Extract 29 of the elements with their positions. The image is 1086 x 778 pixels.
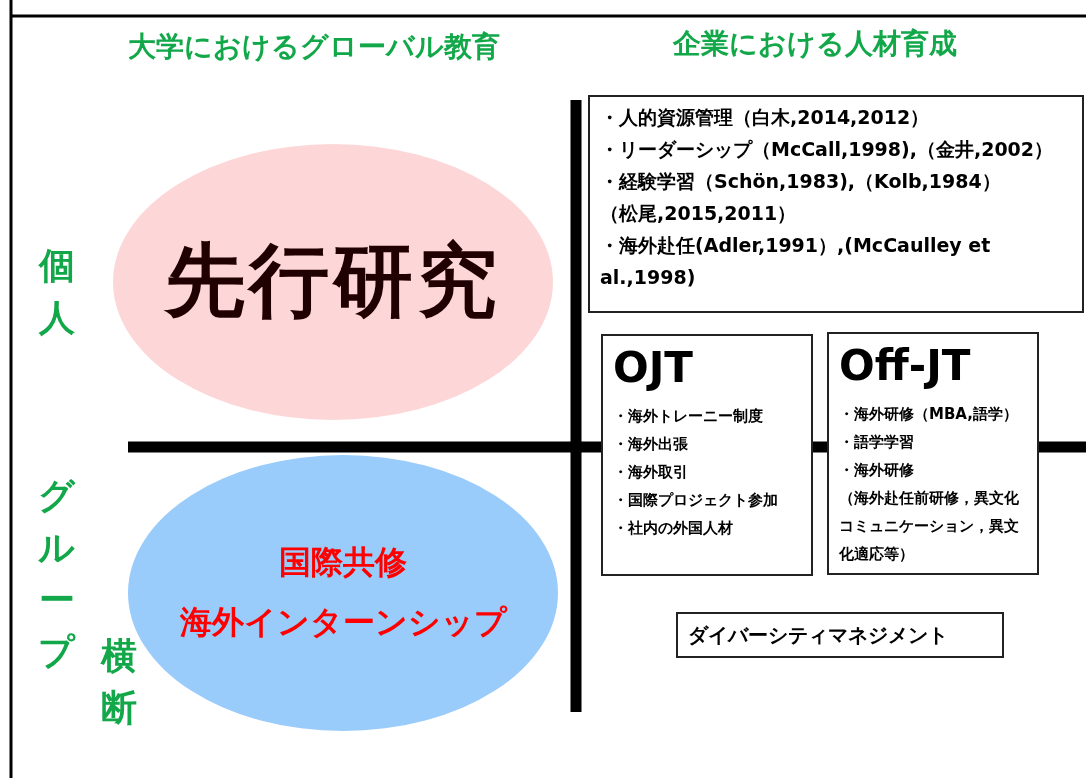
list-item: （海外赴任前研修，異文化コミュニケーション，異文化適応等） bbox=[839, 488, 1020, 565]
reference-item: ・人的資源管理（白木,2014,2012） bbox=[600, 105, 931, 130]
diversity-box bbox=[676, 612, 1004, 658]
column-heading: 大学におけるグローバル教育 bbox=[128, 29, 500, 65]
box-label: ダイバーシティマネジメント bbox=[688, 622, 949, 649]
list-item: ・海外トレーニー制度 bbox=[613, 406, 764, 427]
list-item: ・語学学習 bbox=[839, 432, 915, 453]
axis-label: グループ bbox=[38, 474, 76, 674]
ellipse-title: 先行研究 bbox=[165, 233, 501, 329]
list-item: ・海外研修（MBA,語学） bbox=[839, 404, 1019, 425]
ellipse-label: 海外インターンシップ bbox=[179, 602, 507, 643]
reference-item: ・リーダーシップ（McCall,1998),（金井,2002） bbox=[600, 137, 1055, 162]
box-heading: Off-JT bbox=[839, 340, 972, 392]
reference-item: （松尾,2015,2011） bbox=[600, 201, 798, 226]
list-item: ・海外研修 bbox=[839, 460, 915, 481]
list-item: ・海外出張 bbox=[613, 434, 689, 455]
list-item: ・社内の外国人材 bbox=[613, 518, 734, 539]
list-item: ・国際プロジェクト参加 bbox=[613, 490, 779, 511]
off-jt-box bbox=[827, 332, 1039, 575]
ellipse-label: 国際共修 bbox=[279, 542, 407, 583]
list-item: ・海外取引 bbox=[613, 462, 689, 483]
ojt-box bbox=[601, 334, 813, 576]
reference-item: ・海外赴任(Adler,1991）,(McCaulley et al.,1998) bbox=[600, 233, 992, 290]
reference-item: ・経験学習（Schön,1983),（Kolb,1984） bbox=[600, 169, 1002, 194]
axis-label: 個人 bbox=[38, 244, 76, 340]
axis-label: 横断 bbox=[100, 634, 138, 730]
reference-box bbox=[588, 95, 1084, 313]
column-heading: 企業における人材育成 bbox=[673, 26, 957, 62]
box-heading: OJT bbox=[613, 342, 694, 394]
